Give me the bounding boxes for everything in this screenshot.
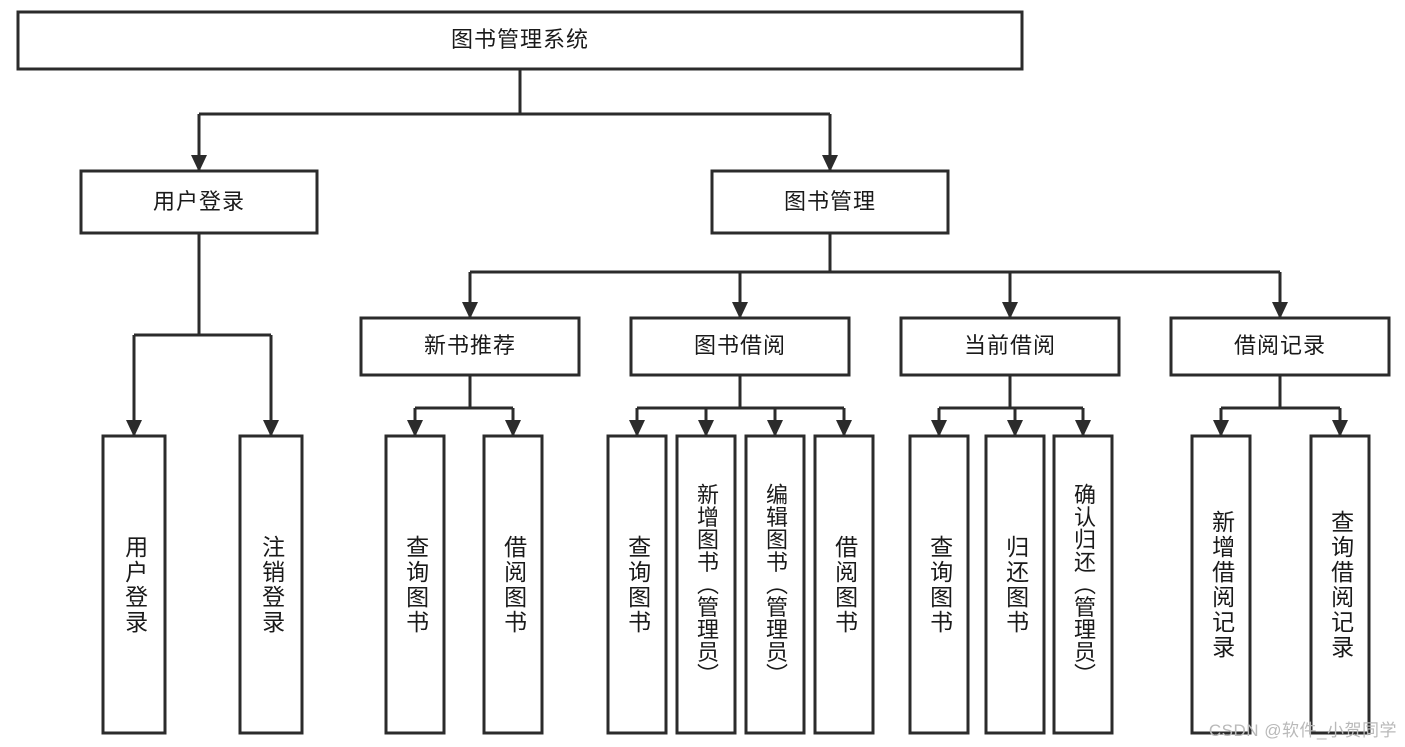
arrow-head-book-manage-to-new-book-rec [462,302,478,319]
node-box-leaf-query-book-2[interactable] [606,434,668,735]
arrow-head-current-borrow-to-leaf-return-book [1007,420,1023,437]
arrow-head-borrow-record-to-leaf-query-record [1332,420,1348,437]
arrow-head-borrow-record-to-leaf-add-record [1213,420,1229,437]
watermark-text: CSDN @软件_小贺同学 [1208,721,1397,740]
node-box-book-borrow[interactable] [629,316,851,377]
node-box-leaf-query-book-1[interactable] [384,434,446,735]
node-box-leaf-query-record[interactable] [1309,434,1371,735]
arrow-head-user-login-to-leaf-user-login [126,420,142,437]
arrow-head-book-manage-to-borrow-record [1272,302,1288,319]
arrow-head-new-book-rec-to-leaf-borrow-book-1 [505,420,521,437]
node-box-borrow-record[interactable] [1169,316,1391,377]
node-box-current-borrow[interactable] [899,316,1121,377]
arrow-head-root-to-user-login [191,155,207,172]
arrow-head-book-borrow-to-leaf-query-book-2 [629,420,645,437]
node-box-leaf-query-book-3[interactable] [908,434,970,735]
node-box-leaf-confirm-return[interactable] [1052,434,1114,735]
node-box-book-manage[interactable] [710,169,950,235]
node-box-leaf-return-book[interactable] [984,434,1046,735]
arrow-head-book-borrow-to-leaf-edit-book [767,420,783,437]
node-box-new-book-rec[interactable] [359,316,581,377]
node-box-leaf-borrow-book-2[interactable] [813,434,875,735]
arrow-head-new-book-rec-to-leaf-query-book-1 [407,420,423,437]
arrow-head-user-login-to-leaf-user-logout [263,420,279,437]
arrow-head-book-manage-to-book-borrow [732,302,748,319]
node-box-user-login[interactable] [79,169,319,235]
arrow-head-root-to-book-manage [822,155,838,172]
arrow-head-book-borrow-to-leaf-add-book [698,420,714,437]
node-box-leaf-borrow-book-1[interactable] [482,434,544,735]
node-box-root[interactable] [16,10,1024,71]
boxes-layer [16,10,1391,735]
arrow-head-current-borrow-to-leaf-confirm-return [1075,420,1091,437]
node-box-leaf-edit-book[interactable] [744,434,806,735]
node-box-leaf-add-record[interactable] [1190,434,1252,735]
arrow-head-book-manage-to-current-borrow [1002,302,1018,319]
arrow-head-book-borrow-to-leaf-borrow-book-2 [836,420,852,437]
node-box-leaf-add-book[interactable] [675,434,737,735]
arrow-head-current-borrow-to-leaf-query-book-3 [931,420,947,437]
node-box-leaf-user-login[interactable] [101,434,167,735]
edges-layer [126,69,1348,437]
node-box-leaf-user-logout[interactable] [238,434,304,735]
